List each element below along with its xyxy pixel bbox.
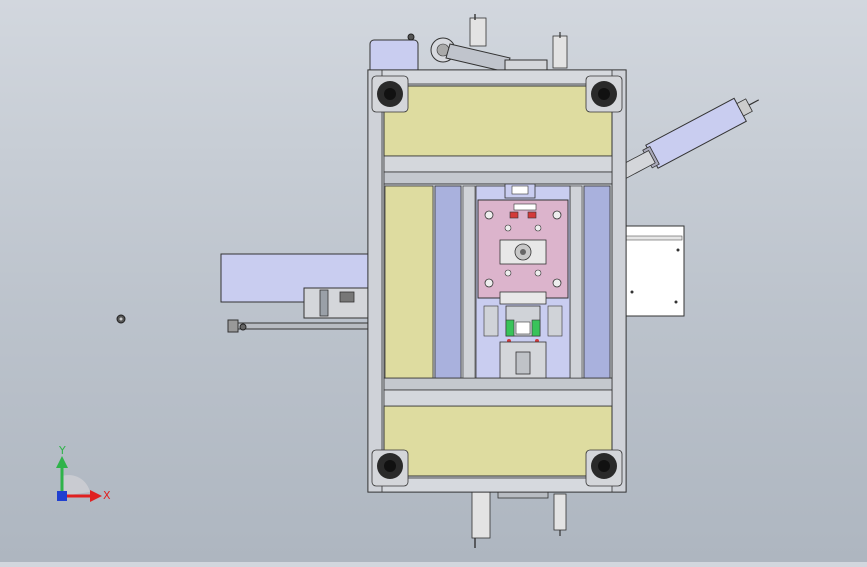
- slide-carriage[interactable]: [475, 183, 571, 379]
- caster-top-right: [585, 75, 623, 113]
- bottom-yellow-panel: [383, 405, 613, 477]
- caster-top-left: [371, 75, 409, 113]
- angled-motor-assembly[interactable]: [606, 88, 765, 189]
- loose-fastener: [116, 314, 126, 324]
- top-yellow-panel: [383, 85, 613, 157]
- bottom-brackets: [471, 487, 567, 548]
- right-side-box[interactable]: [594, 225, 685, 317]
- coordinate-triad-icon: [56, 456, 102, 502]
- left-cylinder-assembly[interactable]: [220, 253, 370, 333]
- top-clamp-mechanism[interactable]: [369, 14, 568, 77]
- caster-bottom-right: [585, 449, 623, 487]
- y-axis-label: Y: [58, 444, 66, 457]
- horizontal-rails: [383, 155, 613, 407]
- x-axis-label: X: [103, 489, 111, 502]
- caster-bottom-left: [371, 449, 409, 487]
